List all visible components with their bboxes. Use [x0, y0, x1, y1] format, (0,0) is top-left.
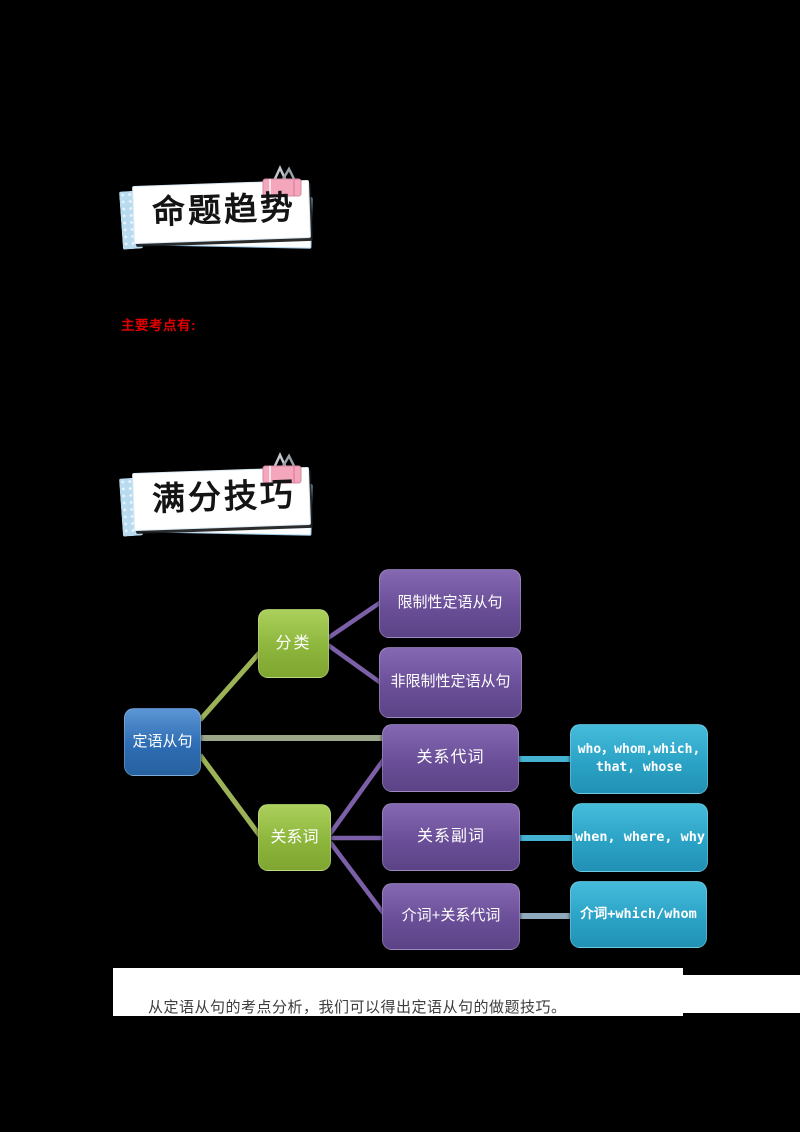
node-nonrestrictive-clause: 非限制性定语从句 [379, 647, 522, 718]
node-relative-pronoun: 关系代词 [382, 724, 519, 792]
node-preposition-examples: 介词+which/whom [570, 881, 707, 948]
node-relative-word: 关系词 [258, 804, 331, 871]
note-background-strip [113, 968, 683, 1016]
edge-root-classification [198, 648, 264, 722]
edge-relword-pronoun [328, 757, 386, 836]
node-classification: 分类 [258, 609, 329, 678]
banner-proposition-trends: 命题趋势 [118, 165, 343, 260]
note-background-strip-extension [683, 975, 800, 1013]
edge-classification-restrictive [326, 600, 383, 640]
node-restrictive-clause: 限制性定语从句 [379, 569, 521, 638]
node-preposition-plus-pronoun: 介词+关系代词 [382, 883, 520, 950]
red-heading: 主要考点有: [121, 318, 196, 333]
node-relative-adverb: 关系副词 [382, 803, 520, 871]
edge-classification-nonrestrictive [326, 643, 383, 685]
binder-clip-icon [262, 452, 302, 484]
node-pronoun-examples: who，whom,which, that, whose [570, 724, 708, 794]
node-adverb-examples: when, where, why [572, 803, 708, 872]
binder-clip-icon [262, 165, 302, 197]
bottom-note: 从定语从句的考点分析，我们可以得出定语从句的做题技巧。 [148, 999, 567, 1016]
edge-relword-preposition [328, 840, 386, 916]
banner-full-score-tips: 满分技巧 [118, 452, 343, 547]
edge-root-relative-word [197, 753, 263, 838]
node-attributive-clause: 定语从句 [124, 708, 201, 776]
